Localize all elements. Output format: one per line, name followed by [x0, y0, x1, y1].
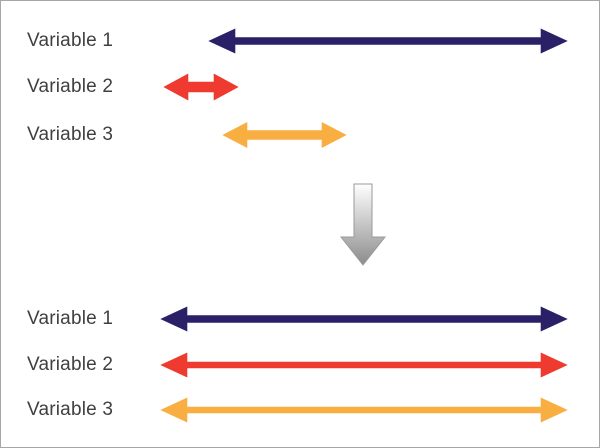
downward-transform-arrow — [339, 183, 387, 266]
bottom-variable-label-2: Variable 2 — [27, 354, 114, 375]
variable-2-range-arrow — [163, 73, 239, 101]
top-variable-label-1: Variable 1 — [27, 30, 114, 51]
transform-arrow-group — [339, 183, 387, 266]
variable-2-standardized-arrow — [160, 352, 568, 378]
top-variable-label-2: Variable 2 — [27, 76, 114, 97]
top-variable-label-3: Variable 3 — [27, 124, 114, 145]
bottom-arrow-group — [160, 306, 568, 423]
variable-3-range-arrow — [222, 122, 347, 148]
bottom-variable-label-3: Variable 3 — [27, 399, 114, 420]
variable-3-standardized-arrow — [160, 397, 568, 423]
variable-1-standardized-arrow — [160, 306, 568, 332]
top-arrow-group — [163, 28, 568, 148]
variable-1-range-arrow — [208, 28, 568, 54]
bottom-variable-label-1: Variable 1 — [27, 308, 114, 329]
